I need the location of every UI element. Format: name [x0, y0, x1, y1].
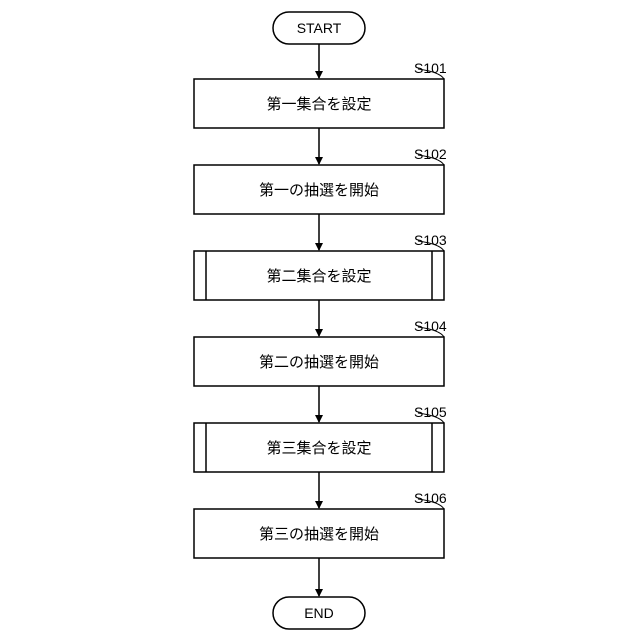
step-s102-id: S102	[414, 146, 447, 162]
step-s101-id: S101	[414, 60, 447, 76]
step-s101-text: 第一集合を設定	[266, 95, 371, 113]
step-s104-id: S104	[414, 318, 447, 334]
step-s106-id: S106	[414, 490, 447, 506]
step-s103: 第二集合を設定 S103	[194, 232, 447, 300]
end-label: END	[304, 605, 334, 621]
step-s102-text: 第一の抽選を開始	[259, 181, 379, 199]
step-s103-id: S103	[414, 232, 447, 248]
start-label: START	[297, 20, 342, 36]
step-s102: 第一の抽選を開始 S102	[194, 146, 447, 214]
step-s103-text: 第二集合を設定	[266, 267, 371, 285]
start-terminal: START	[273, 12, 365, 44]
step-s106: 第三の抽選を開始 S106	[194, 490, 447, 558]
step-s104-text: 第二の抽選を開始	[259, 353, 379, 371]
step-s106-text: 第三の抽選を開始	[259, 525, 379, 543]
step-s101: 第一集合を設定 S101	[194, 60, 447, 128]
step-s104: 第二の抽選を開始 S104	[194, 318, 447, 386]
step-s105-id: S105	[414, 404, 447, 420]
step-s105-text: 第三集合を設定	[266, 439, 371, 457]
step-s105: 第三集合を設定 S105	[194, 404, 447, 472]
end-terminal: END	[273, 597, 365, 629]
